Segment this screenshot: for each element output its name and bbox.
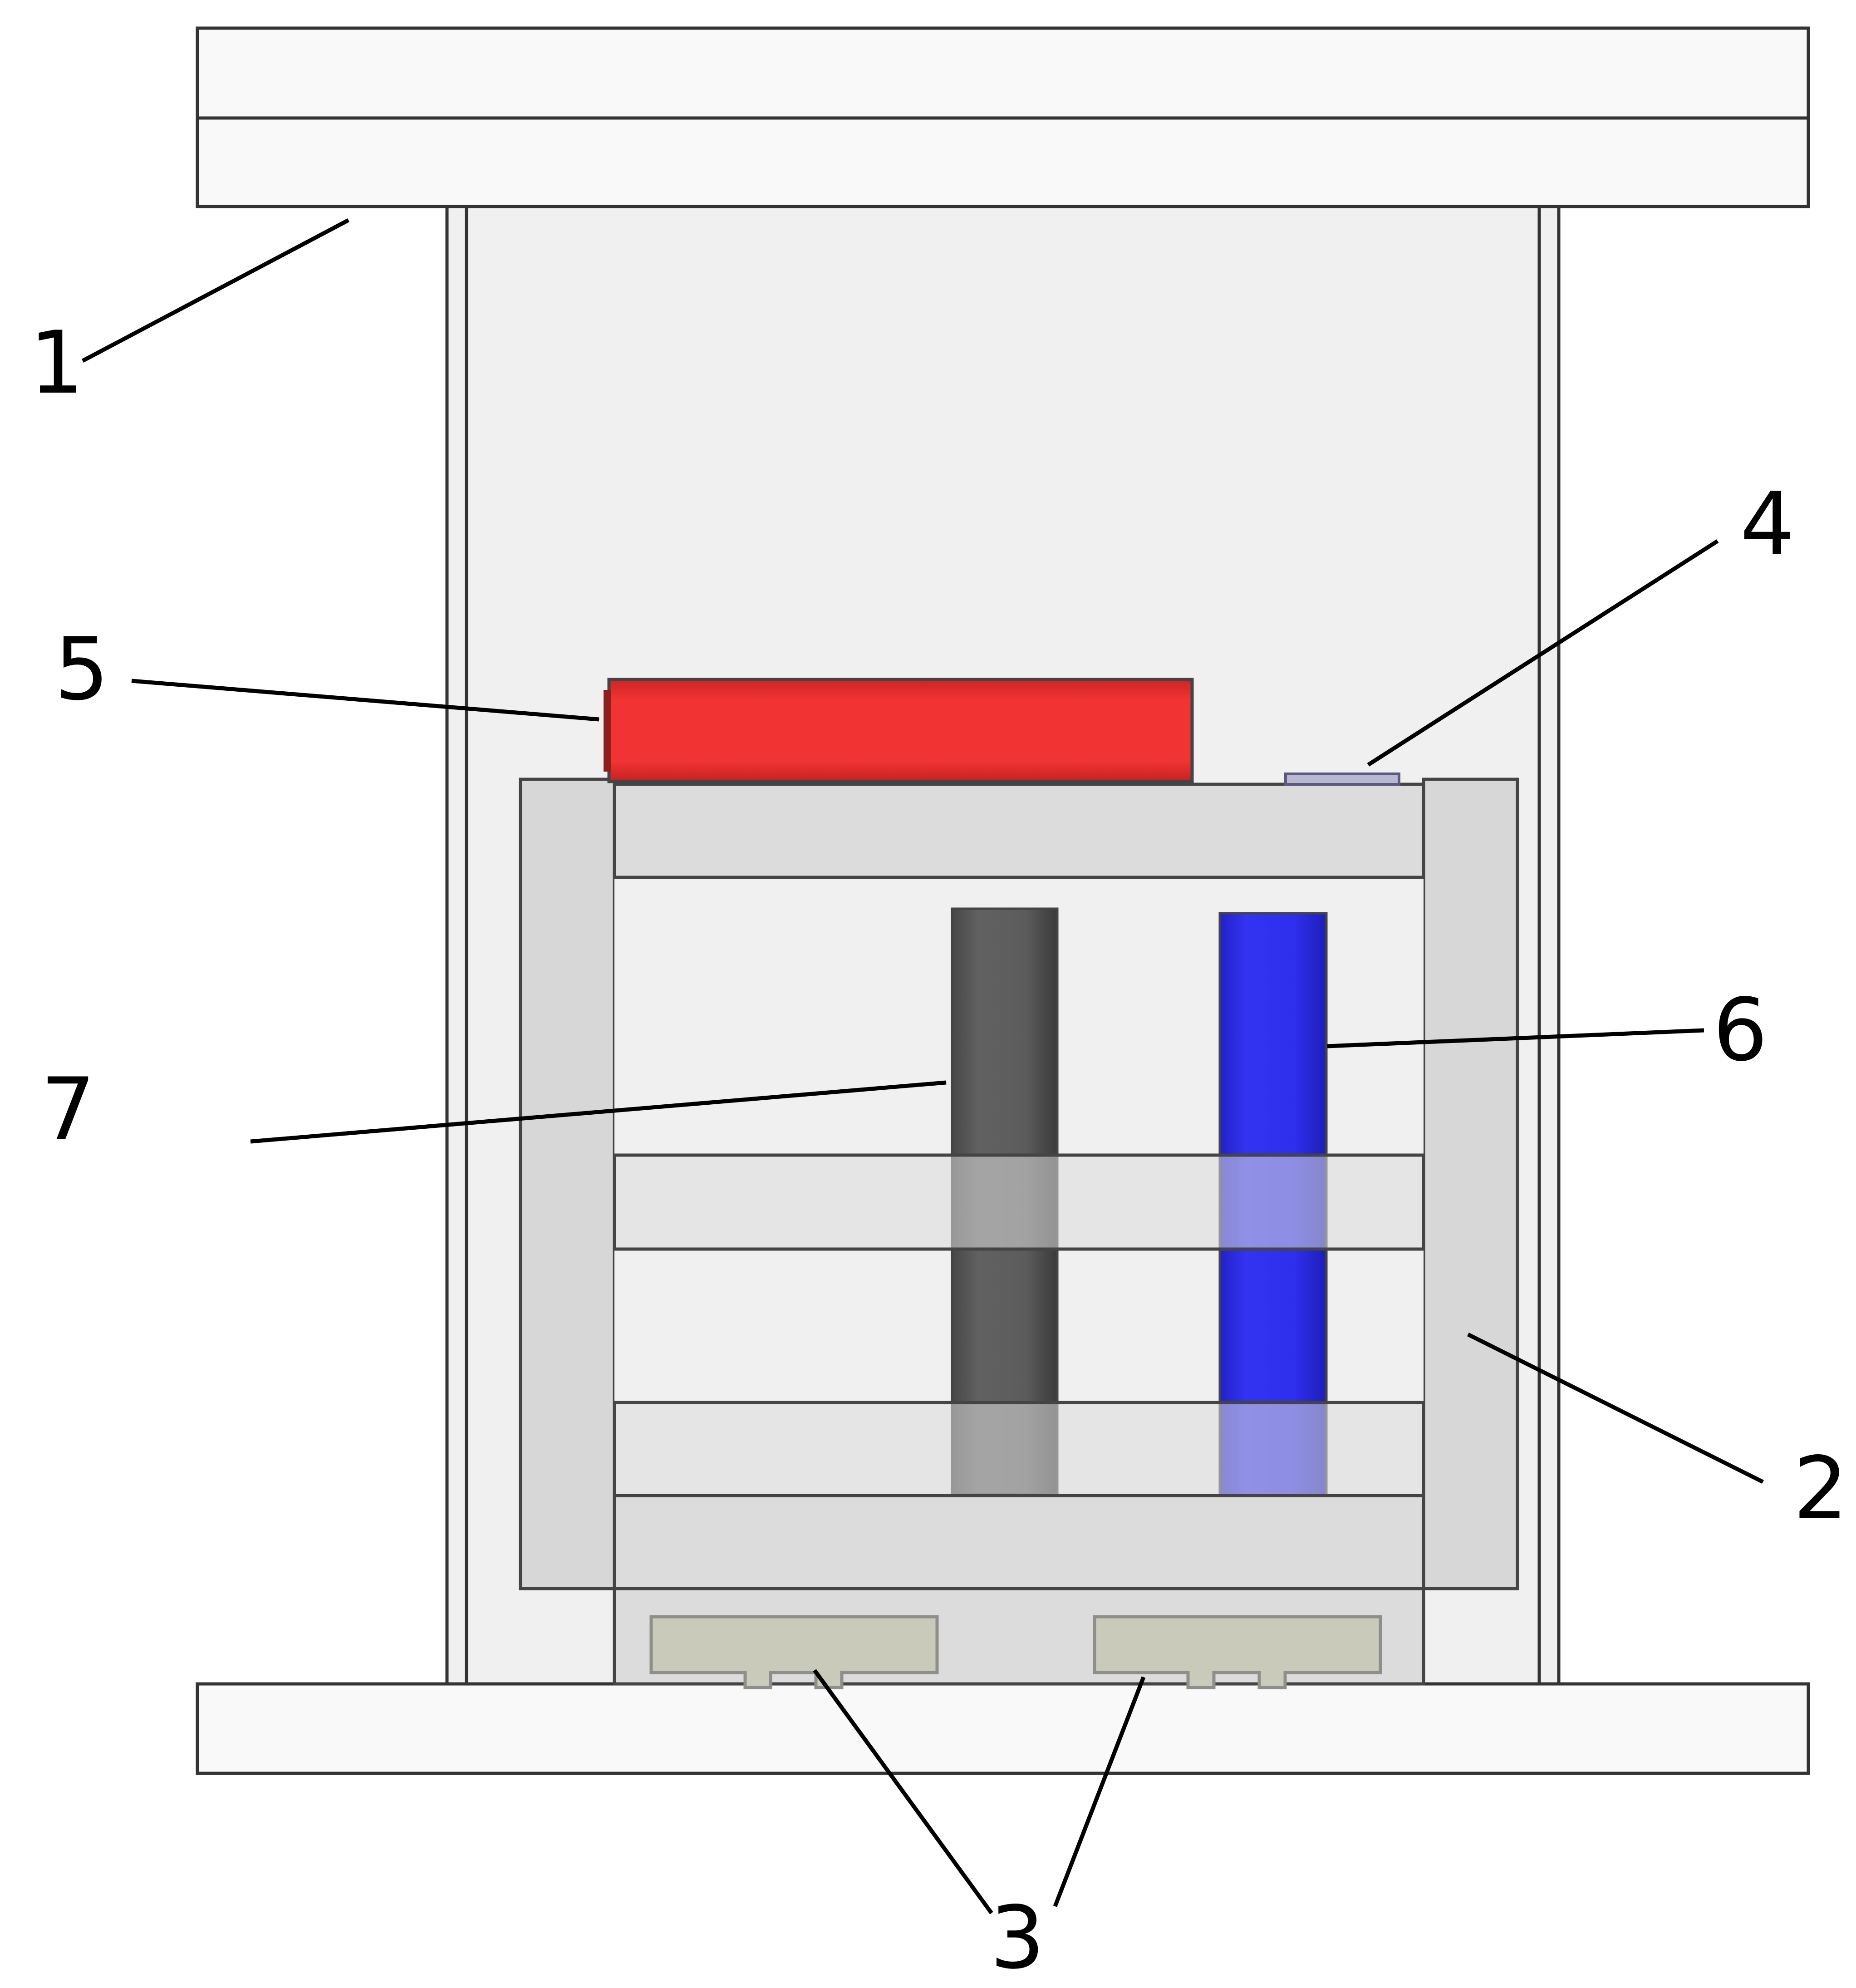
bottom-plate [196,1682,1810,1775]
leader-arrow-5 [131,679,599,722]
frame-right-side [1422,777,1519,1590]
leader-arrow-4 [1367,539,1719,767]
frame-bar-upper-middle [613,1153,1425,1251]
red-component [607,678,1194,783]
callout-5: 5 [54,619,109,719]
frame-bar-bottom [613,1494,1425,1590]
small-pad [1284,773,1400,786]
leader-arrow-7 [250,1080,947,1144]
callout-6: 6 [1713,980,1768,1080]
frame-bar-lower-middle [613,1401,1425,1497]
callout-2: 2 [1793,1438,1848,1539]
red-component-end-cap [604,690,611,772]
frame-bar-top [613,782,1425,879]
leader-arrow-6 [1327,1028,1704,1048]
leader-arrow-3a [813,1669,993,1914]
leader-arrow-3b [1053,1676,1146,1907]
contact-pad-right [1093,1615,1382,1689]
callout-7: 7 [41,1059,96,1160]
leader-arrow-1 [81,218,350,363]
leader-arrow-2 [1467,1332,1764,1484]
callout-4: 4 [1740,474,1795,574]
frame-left-side [519,777,616,1590]
callout-3: 3 [990,1888,1045,1988]
callout-1: 1 [29,313,84,413]
